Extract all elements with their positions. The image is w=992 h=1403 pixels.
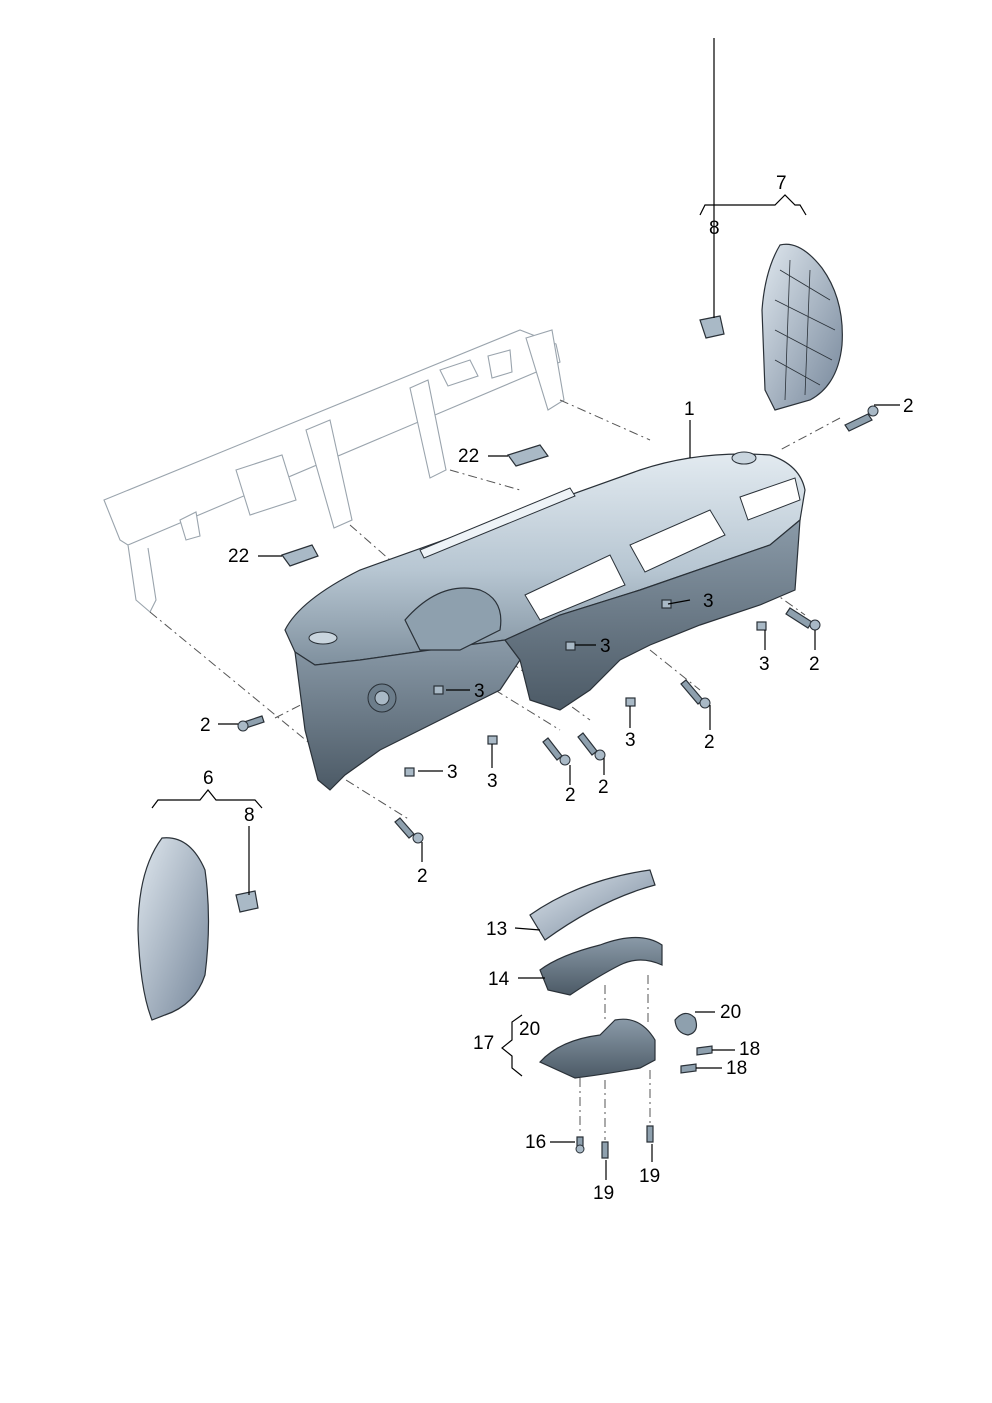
screw-part xyxy=(237,405,879,1159)
callout-18: 18 xyxy=(739,1039,760,1060)
leader-lines xyxy=(218,38,900,1180)
callout-8: 8 xyxy=(709,218,720,239)
callout-6: 6 xyxy=(203,768,214,789)
callout-14: 14 xyxy=(488,969,510,990)
callout-3: 3 xyxy=(600,636,611,657)
callout-2: 2 xyxy=(200,715,211,736)
dashboard-part xyxy=(284,451,806,791)
callout-22: 22 xyxy=(228,546,249,567)
cover-part xyxy=(137,837,210,1021)
callout-2: 2 xyxy=(809,654,820,675)
callout-17: 17 xyxy=(473,1033,494,1054)
clip-nut-part xyxy=(235,315,767,913)
cross-member-frame xyxy=(103,329,565,613)
callout-1: 1 xyxy=(684,399,695,420)
callout-18: 18 xyxy=(726,1058,747,1079)
group-braces xyxy=(151,194,807,1077)
callout-2: 2 xyxy=(903,396,914,417)
callout-20: 20 xyxy=(720,1002,741,1023)
callout-8: 8 xyxy=(244,805,255,826)
callout-labels: 1 2 2 2 2 2 2 2 3 3 3 3 3 3 3 6 7 8 8 13… xyxy=(200,173,914,1204)
cover-part xyxy=(761,243,843,411)
callout-2: 2 xyxy=(704,732,715,753)
steering-column-trim-part xyxy=(529,869,698,1079)
callout-3: 3 xyxy=(447,762,458,783)
callout-2: 2 xyxy=(417,866,428,887)
callout-2: 2 xyxy=(598,777,609,798)
callout-19: 19 xyxy=(593,1183,614,1204)
callout-3: 3 xyxy=(703,591,714,612)
callout-20: 20 xyxy=(519,1019,540,1040)
callout-3: 3 xyxy=(625,730,636,751)
callout-13: 13 xyxy=(486,919,507,940)
callout-3: 3 xyxy=(487,771,498,792)
callout-3: 3 xyxy=(759,654,770,675)
callout-2: 2 xyxy=(565,785,576,806)
callout-3: 3 xyxy=(474,681,485,702)
callout-16: 16 xyxy=(525,1132,546,1153)
callout-7: 7 xyxy=(776,173,787,194)
callout-22: 22 xyxy=(458,446,479,467)
callout-19: 19 xyxy=(639,1166,660,1187)
